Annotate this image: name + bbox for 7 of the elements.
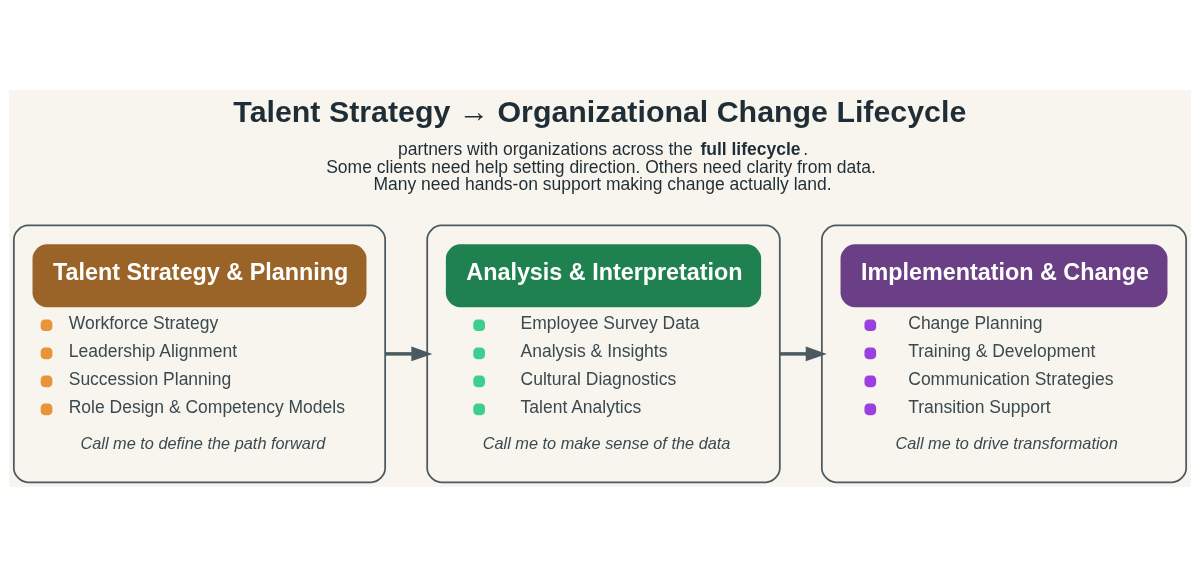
- diagram-title: Talent Strategy → Organizational Change Lifecycle: [233, 95, 967, 129]
- arrow: [779, 346, 827, 362]
- node-box: Talent Strategy & Planning Workforce Strategy Leadership Alignment Succession Planning Role Design & Competency Models Call me to define the path forward: [12, 224, 387, 484]
- node-box: Implementation & Change Change Planning Training & Development Communication Strategies Transition Support Call me to drive transformation: [820, 224, 1188, 484]
- label: partners with organizations across the full lifecycle. Some clients need help setting direction. Others need clarity from data. Many need hands-on support making change actually land.: [326, 139, 876, 195]
- arrow: [385, 346, 433, 362]
- node-box: Analysis & Interpretation Employee Survey Data Analysis & Insights Cultural Diagnostics Talent Analytics Call me to make sense of the data: [426, 224, 781, 484]
